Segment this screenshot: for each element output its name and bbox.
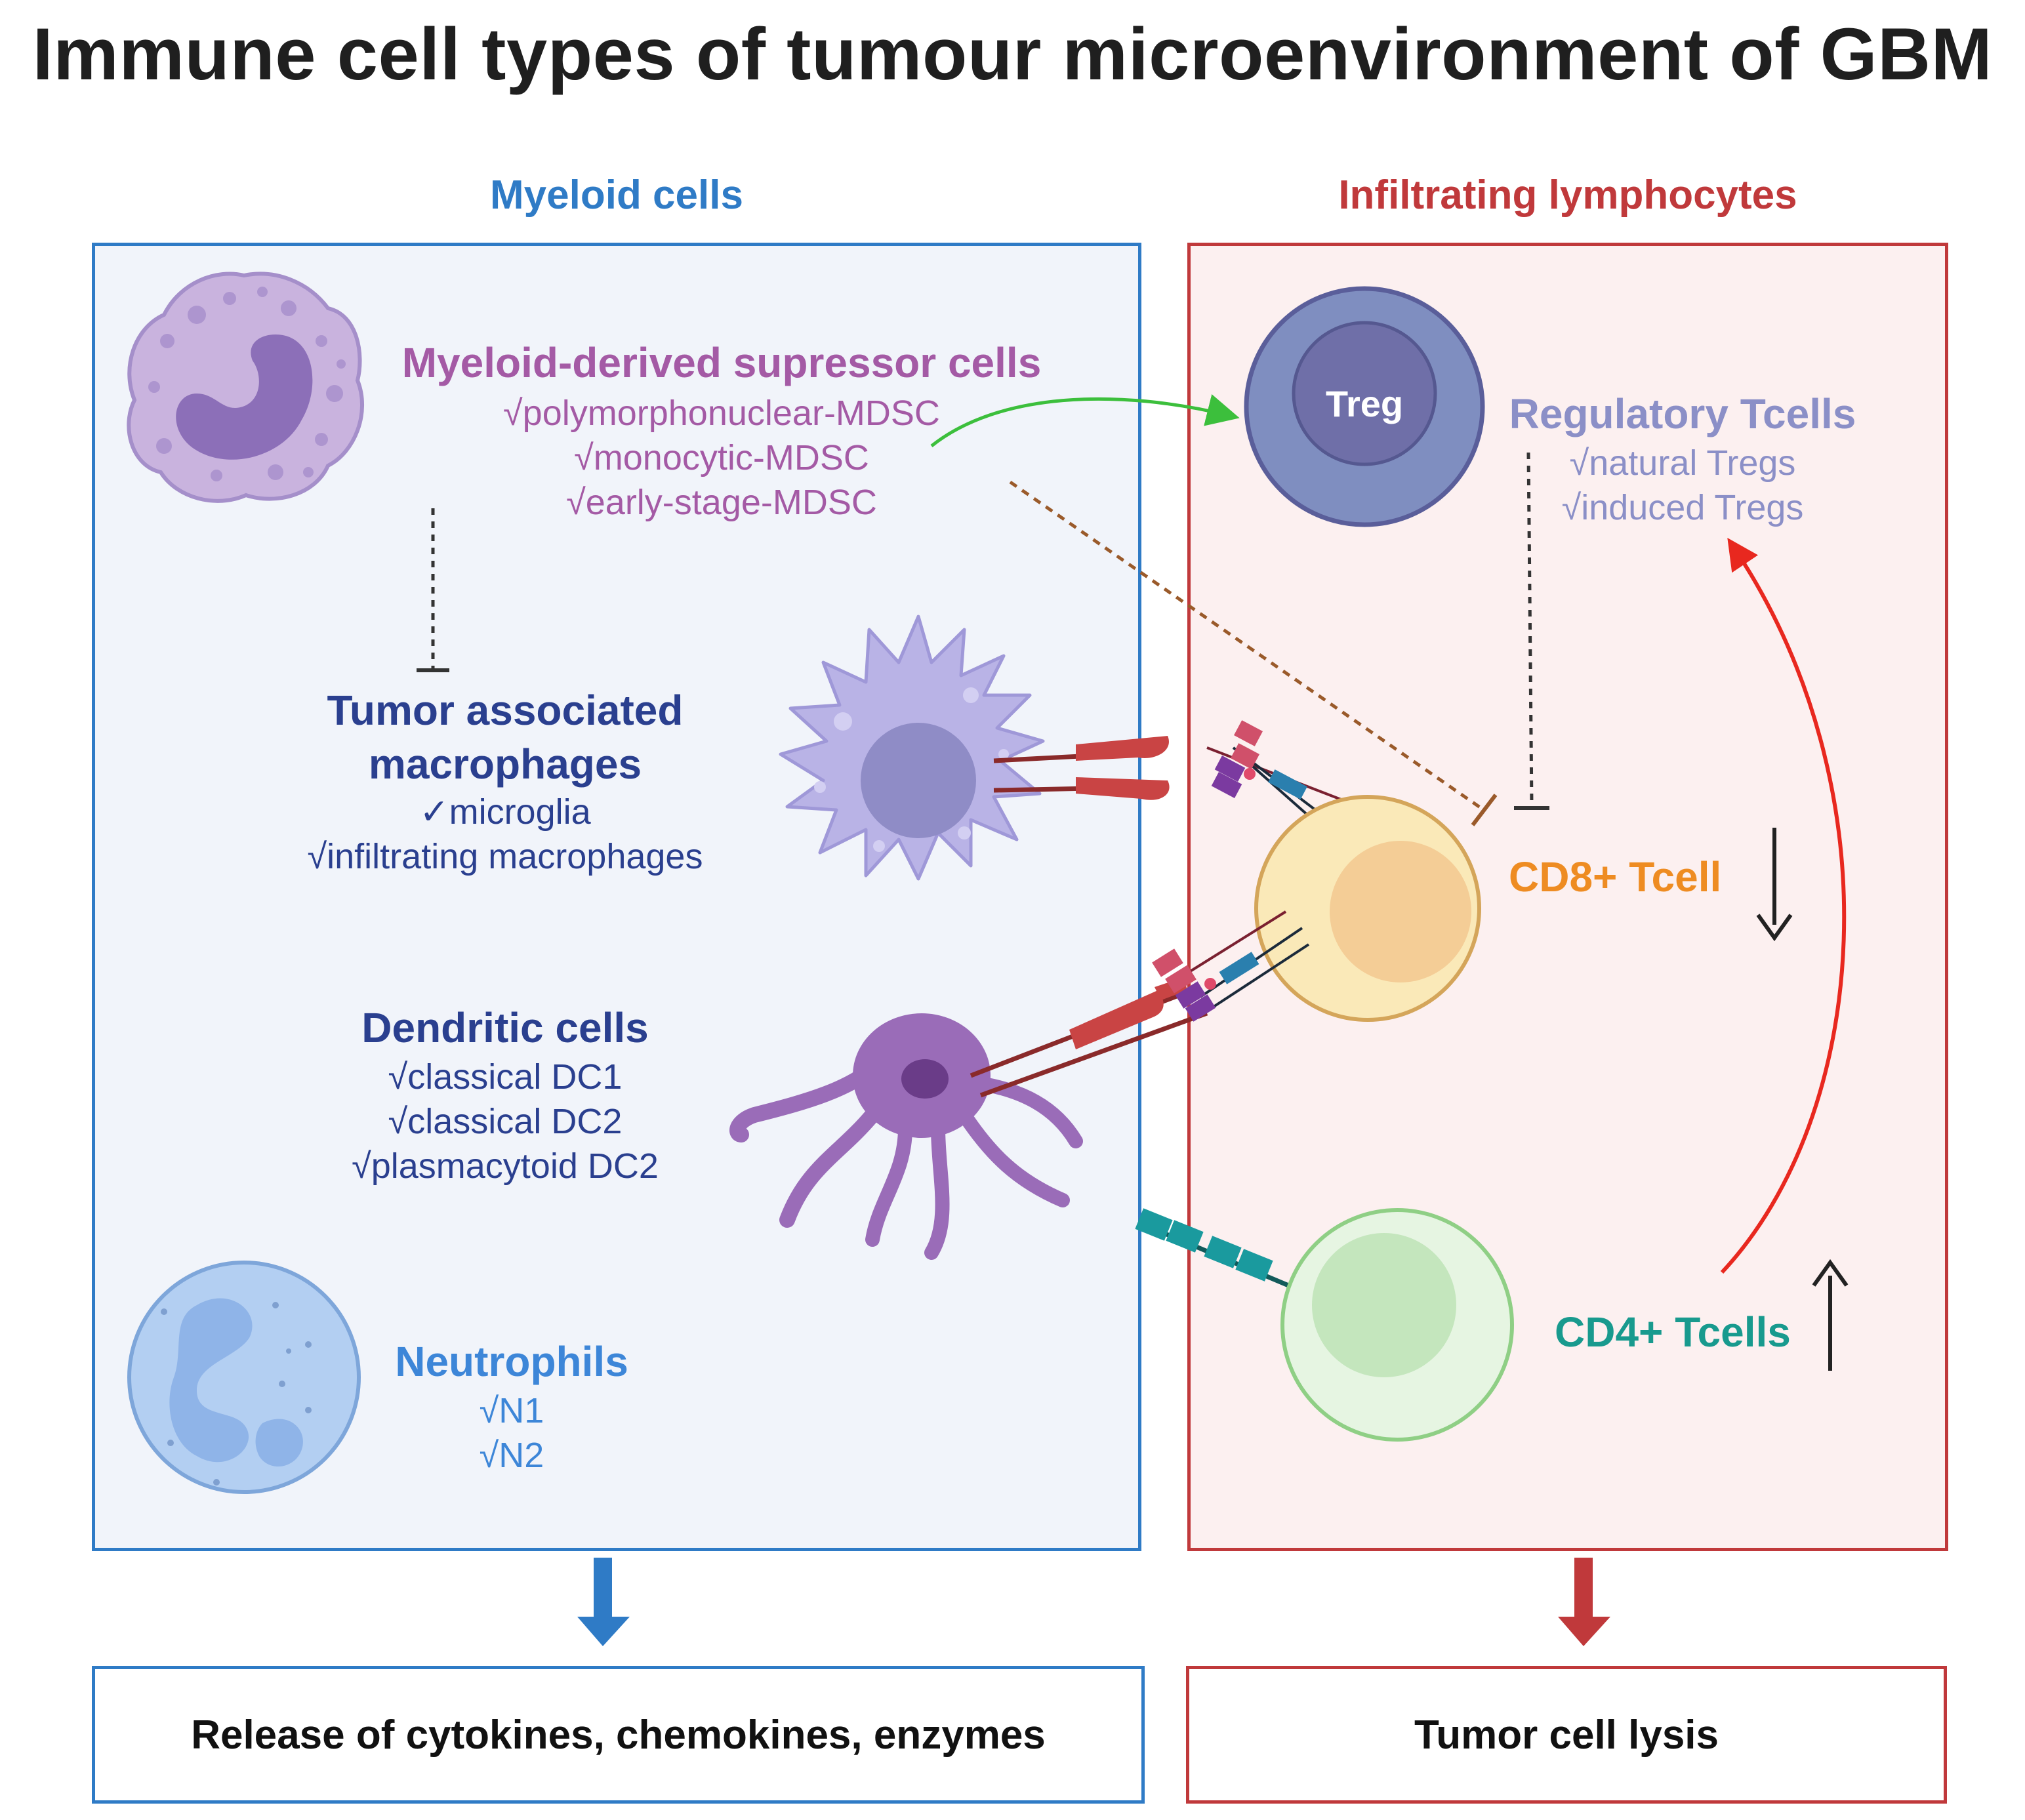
cd4-to-treg-arrow (1720, 538, 1847, 1274)
tam-label-line2: macrophages (368, 740, 642, 788)
neutrophil-subtype-list: √N1 √N2 (348, 1388, 676, 1478)
dc-label: Dendritic cells (361, 1004, 649, 1051)
cd8-label: CD8+ Tcell (1509, 853, 1722, 900)
cd8-down-arrow (1756, 828, 1793, 942)
mdsc-subtype: √monocytic-MDSC (574, 438, 869, 477)
tam-subtype: ✓microglia (419, 792, 591, 832)
dc-subtype: √classical DC1 (388, 1057, 623, 1097)
mdsc-to-treg-arrow (930, 394, 1240, 447)
dc-receptor (970, 977, 1208, 1098)
dc-cell-body (853, 1013, 991, 1138)
dc-subtype-list: √classical DC1 √classical DC2 √plasmacyt… (243, 1055, 767, 1188)
cd8-tcr-bottom (1152, 910, 1310, 1022)
mdsc-subtype-list: √polymorphonuclear-MDSC √monocytic-MDSC … (420, 391, 1023, 525)
cd4-receptor (1135, 1208, 1313, 1298)
treg-subtype: √induced Tregs (1561, 488, 1804, 527)
mdsc-subtype: √polymorphonuclear-MDSC (503, 394, 940, 433)
treg-subtype: √natural Tregs (1569, 443, 1796, 483)
tam-label-line1: Tumor associated (327, 687, 684, 734)
tam-label: Tumor associated macrophages (243, 683, 767, 791)
cd8-cell-icon (1254, 795, 1481, 1022)
dc-subtype: √classical DC2 (388, 1102, 623, 1141)
lymphocyte-output-arrow (1558, 1558, 1610, 1646)
treg-label: Regulatory Tcells (1509, 390, 1856, 437)
tam-receptor (993, 736, 1170, 800)
mdsc-tam-inhibition (417, 508, 449, 672)
mdsc-label: Myeloid-derived supressor cells (401, 339, 1042, 386)
mdsc-subtype: √early-stage-MDSC (566, 483, 877, 522)
treg-cd8-inhibition (1514, 452, 1549, 810)
dc-subtype: √plasmacytoid DC2 (352, 1146, 659, 1186)
lymphocyte-output-box: Tumor cell lysis (1186, 1666, 1947, 1804)
cd4-cell-icon (1280, 1208, 1514, 1442)
treg-cell-label: Treg (1325, 383, 1404, 424)
myeloid-section-title: Myeloid cells (490, 172, 743, 218)
tam-subtype-list: ✓microglia √infiltrating macrophages (243, 790, 767, 879)
treg-subtype-list: √natural Tregs √induced Tregs (1469, 441, 1896, 530)
diagram-title: Immune cell types of tumour microenviron… (32, 13, 1993, 95)
neutrophil-label: Neutrophils (395, 1338, 628, 1385)
myeloid-output-box: Release of cytokines, chemokines, enzyme… (92, 1666, 1145, 1804)
neutrophil-subtype: √N1 (479, 1391, 544, 1430)
cd4-up-arrow (1812, 1259, 1849, 1371)
cd4-label: CD4+ Tcells (1555, 1308, 1791, 1356)
treg-cell-icon (1244, 286, 1485, 527)
mdsc-cd8-inhibition (1009, 480, 1498, 826)
neutrophil-cell-icon (127, 1261, 361, 1494)
tam-subtype: √infiltrating macrophages (307, 837, 703, 876)
mdsc-cell-icon (127, 272, 365, 503)
tam-cell-icon (779, 615, 1045, 881)
neutrophil-subtype: √N2 (479, 1436, 544, 1475)
lymphocyte-section-title: Infiltrating lymphocytes (1338, 172, 1797, 218)
myeloid-output-arrow (577, 1558, 630, 1646)
